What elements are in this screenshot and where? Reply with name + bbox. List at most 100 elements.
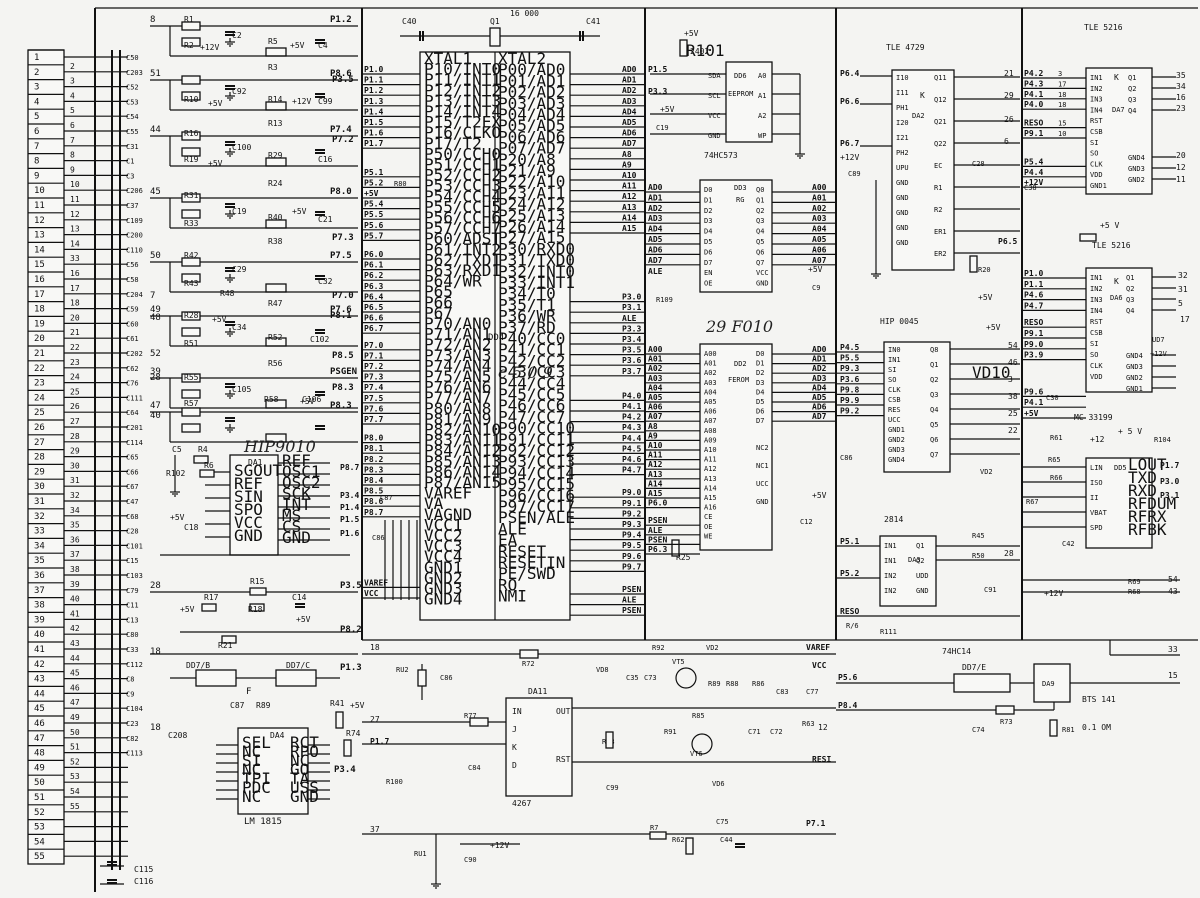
transistor-vt5 — [675, 667, 697, 689]
mcu-pin: P96/CC16 — [498, 486, 575, 505]
chip-pin: OSC2 — [282, 473, 321, 492]
component-label: C73 — [644, 674, 657, 682]
resistor — [343, 739, 352, 757]
mcu-pin: P25/A13 — [498, 206, 565, 225]
connector-pin-number: 19 — [34, 319, 45, 329]
component-label: VD8 — [596, 666, 609, 674]
mcu-signal: P3.4 — [622, 335, 641, 344]
wire-number: 28 — [70, 432, 80, 441]
component-label: C75 — [716, 818, 729, 826]
net-number: 23 — [1176, 104, 1186, 113]
supply-label: +5 V — [1100, 221, 1119, 230]
signal-label: P9.2 — [840, 407, 859, 416]
chip-pin: IN0 — [888, 346, 901, 354]
mcu-pin: P72/AN2 — [424, 335, 491, 354]
bus-signal: A02 — [648, 364, 663, 373]
bus-signal: A14 — [648, 479, 663, 488]
chip-pin: A02 — [704, 369, 717, 377]
signal-label: P5.1 — [840, 537, 859, 546]
net-number: 27 — [370, 715, 380, 724]
bus-signal: A07 — [812, 256, 827, 265]
bus-signal: PSEN — [648, 535, 667, 544]
wire-number: 43 — [70, 639, 80, 648]
wire-number: 20 — [70, 313, 80, 322]
mcu-signal: P9.0 — [622, 488, 641, 497]
chip-pin: SGOUT — [234, 461, 283, 480]
bus-signal: AD6 — [812, 403, 827, 412]
chip-pin: IN4 — [1090, 106, 1103, 114]
mcu-pin: P86/AN14 — [424, 462, 501, 481]
chip-pin: A11 — [704, 456, 717, 464]
wire-number: 29 — [70, 447, 80, 456]
capacitor-label: C203 — [126, 69, 143, 77]
wire-number: 22 — [70, 343, 80, 352]
chip-pin: Q2 — [756, 207, 764, 215]
chip-pin: A0 — [758, 72, 766, 80]
capacitor-label: C104 — [126, 705, 143, 713]
mcu-pin: P34/T0 — [498, 284, 556, 303]
mcu-signal: P4.0 — [622, 391, 641, 400]
connector-pin-number: 17 — [34, 290, 45, 300]
chip-pin: VDD — [1090, 373, 1103, 381]
chip-pin: D2 — [756, 369, 764, 377]
chip-pin: EC — [934, 162, 942, 170]
schmitt-trigger-e — [953, 673, 1011, 693]
capacitor-label: C103 — [126, 572, 143, 580]
connector-pin-number: 37 — [34, 586, 45, 596]
capacitor-label: C32 — [318, 277, 333, 286]
chip-pin: CSB — [1090, 128, 1103, 136]
mcu-pin: P17/T2 — [424, 134, 482, 153]
chip-ref: DA3 — [908, 556, 921, 564]
capacitor-label: C79 — [126, 587, 139, 595]
mcu-signal: P1.7 — [364, 139, 383, 148]
mcu-pin: VA — [424, 494, 444, 513]
port-label: P3.5 — [340, 581, 362, 591]
chip-pin: D5 — [756, 398, 764, 406]
chip-pin: D3 — [756, 379, 764, 387]
port-label: P3.4 — [334, 765, 356, 775]
capacitor-label: C67 — [126, 483, 139, 491]
mcu-pin: P93/CC13 — [498, 452, 575, 471]
chip-pin: RES — [888, 406, 901, 414]
net-number: 6 — [1004, 137, 1009, 146]
mcu-signal: P3.0 — [622, 293, 641, 302]
mcu-pin: PSEN/ALE — [498, 508, 575, 527]
chip-ref: DD5 — [1114, 464, 1127, 472]
net-number: 28 — [1004, 549, 1014, 558]
chip-pin: USS — [290, 778, 319, 797]
mcu-signal: P1.0 — [364, 65, 383, 74]
chip-pin: VBAT — [1090, 509, 1108, 517]
resistor-label: R40 — [268, 213, 283, 222]
chip-pin: ISO — [1090, 479, 1103, 487]
resistor — [519, 649, 539, 659]
component-label: C77 — [806, 688, 819, 696]
port-label: P8.0 — [330, 187, 352, 197]
capacitor-label: C5 — [172, 445, 182, 454]
chip-pin: A16 — [704, 504, 717, 512]
mcu-signal: P6.2 — [364, 271, 383, 280]
mcu-pin: P45/CC5 — [498, 385, 565, 404]
mcu-pin: P55/CCH5 — [424, 197, 501, 216]
resistor-label: R52 — [268, 333, 283, 342]
port-label: P1.3 — [340, 663, 362, 673]
resistor-label: R102 — [166, 469, 185, 478]
signal-label: P9.1 — [1024, 329, 1043, 338]
mcu-signal: PSEN — [622, 606, 641, 615]
connector-pin-number: 10 — [34, 186, 45, 196]
resistor-label: R/6 — [846, 622, 859, 630]
net-number: 7 — [150, 291, 155, 301]
supply-label: +12V — [490, 841, 509, 850]
chip-pin: RFBK — [1128, 520, 1167, 539]
bus-signal: AD1 — [812, 355, 827, 364]
supply-label: +5V — [208, 159, 223, 168]
capacitor-label: C68 — [126, 513, 139, 521]
connector-pin-number: 46 — [34, 719, 45, 729]
resistor-label: R104 — [1154, 436, 1171, 444]
capacitor-label: C60 — [126, 320, 139, 328]
component-label: VT5 — [672, 658, 685, 666]
mcu-signal: A15 — [622, 224, 637, 233]
chip-pin: SI — [242, 751, 261, 770]
mcu-pin: P91/CC11 — [498, 430, 575, 449]
signal-label: P1.5 — [648, 65, 667, 74]
